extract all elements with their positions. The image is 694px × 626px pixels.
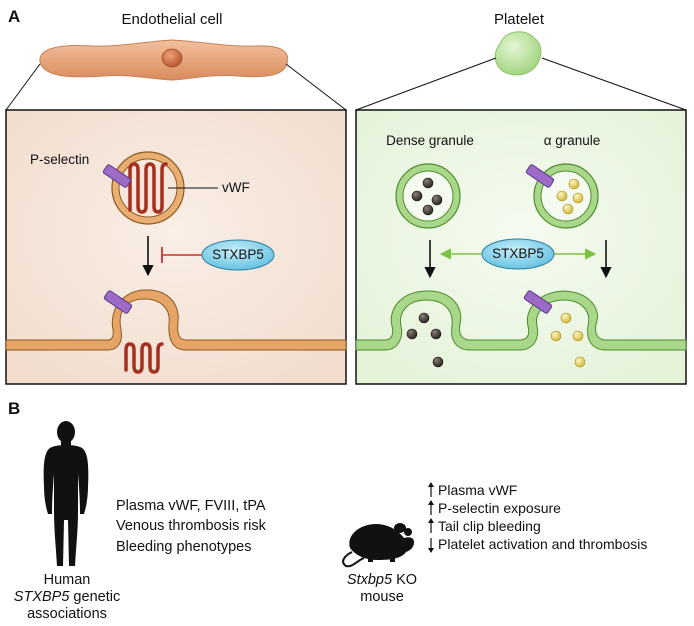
alpha-granule-contents: [556, 178, 584, 215]
dense-released-dot: [406, 328, 418, 340]
human-line-3: Bleeding phenotypes: [116, 539, 251, 555]
up-arrowhead-icon: [428, 518, 434, 523]
up-arrowhead-icon: [428, 482, 434, 487]
vwf-icon: [128, 162, 168, 214]
up-arrowhead-icon: [428, 500, 434, 505]
mouse-caption-gene: Stxbp5: [347, 572, 393, 588]
mouse-phenotype-line: Tail clip bleeding: [438, 518, 541, 534]
vwf-label: vWF: [222, 180, 250, 195]
human-caption-genetic: genetic: [69, 589, 120, 605]
mouse-phenotype-line: P-selectin exposure: [438, 500, 561, 516]
alpha-released-dot: [550, 330, 562, 342]
zoom-lines: [5, 57, 687, 111]
stxbp5-right-label: STXBP5: [492, 246, 544, 261]
dense-released-contents: [406, 312, 444, 368]
human-caption-3: associations: [27, 606, 107, 622]
dense-granule-contents: [411, 177, 443, 216]
dense-released-dot: [432, 356, 444, 368]
alpha-granule-dot: [556, 190, 568, 202]
panel-a-letter: A: [8, 7, 20, 26]
endothelial-cell-title: Endothelial cell: [122, 11, 223, 28]
mouse-caption-2: mouse: [360, 589, 404, 605]
human-caption-gene: STXBP5: [14, 589, 71, 605]
dense-granule-dot: [422, 177, 434, 189]
platelet-title: Platelet: [494, 11, 545, 28]
mouse-caption-ko: KO: [392, 572, 417, 588]
dense-granule-dot: [431, 194, 443, 206]
p-selectin-icon: [102, 164, 132, 188]
stxbp5-right-icon: [481, 238, 555, 270]
dense-granule-dot: [422, 204, 434, 216]
human-line-2: Venous thrombosis risk: [116, 518, 267, 534]
dense-released-dot: [418, 312, 430, 324]
panel-b-letter: B: [8, 399, 20, 418]
human-silhouette-icon: [43, 421, 89, 566]
alpha-granule-dot: [562, 203, 574, 215]
mouse-phenotype-line: Platelet activation and thrombosis: [438, 536, 647, 552]
dense-released-dot: [430, 328, 442, 340]
alpha-released-dot: [560, 312, 572, 324]
alpha-granule-dot: [572, 192, 584, 204]
stxbp5-left-icon: [201, 239, 275, 271]
alpha-released-contents: [550, 312, 586, 368]
human-line-1: Plasma vWF, FVIII, tPA: [116, 498, 266, 514]
down-arrowhead-icon: [428, 548, 434, 553]
alpha-granule-label: α granule: [544, 133, 601, 148]
endothelial-panel: [5, 109, 347, 385]
human-caption-2: STXBP5 genetic: [14, 589, 120, 605]
stxbp5-left-label: STXBP5: [212, 247, 264, 262]
human-caption-1: Human: [44, 572, 91, 588]
dense-granule-dot: [411, 190, 423, 202]
platelet-shape: [494, 31, 542, 76]
dense-granule-label: Dense granule: [386, 133, 474, 148]
mouse-caption-1: Stxbp5 KO: [347, 572, 417, 588]
p-selectin-label: P-selectin: [30, 152, 89, 167]
alpha-released-dot: [574, 356, 586, 368]
nucleus-icon: [161, 48, 183, 68]
mouse-silhouette-icon: [342, 523, 414, 568]
alpha-released-dot: [572, 330, 584, 342]
mouse-phenotype-line: Plasma vWF: [438, 482, 517, 498]
alpha-granule-dot: [568, 178, 580, 190]
